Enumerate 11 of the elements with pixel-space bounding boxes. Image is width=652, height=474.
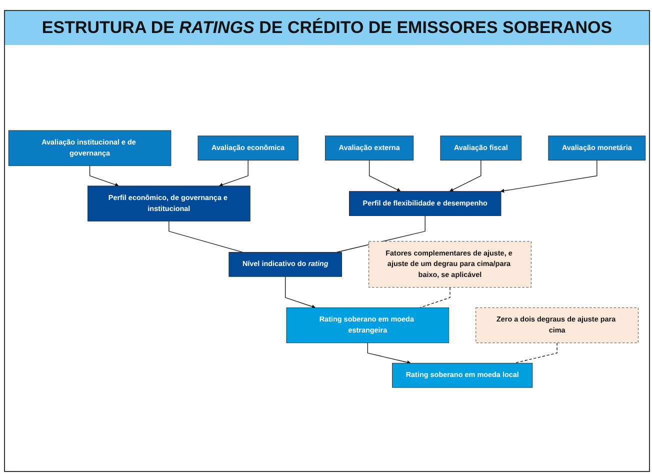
- arrow: [500, 160, 598, 193]
- connector: [168, 220, 243, 253]
- connector: [514, 342, 558, 364]
- arrow: [367, 342, 411, 364]
- arrow: [449, 160, 482, 192]
- arrow: [89, 165, 119, 187]
- arrow: [285, 276, 316, 308]
- arrow: [368, 160, 401, 192]
- connector: [420, 287, 450, 308]
- title: ESTRUTURA DE RATINGS DE CRÉDITO DE EMISSORES SOBERANOS: [5, 11, 649, 45]
- arrow: [218, 160, 248, 187]
